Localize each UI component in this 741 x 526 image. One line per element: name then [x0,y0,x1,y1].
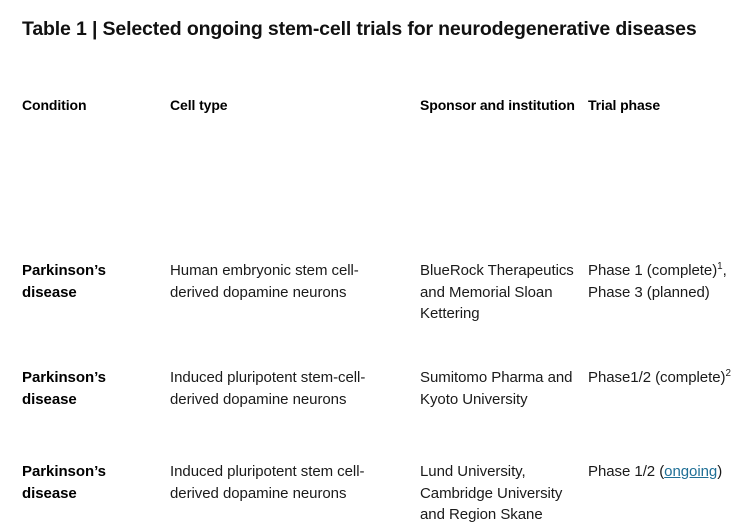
column-header-cell-type: Cell type [170,97,228,113]
cell-trial-phase: Phase 1 (complete)1, Phase 3 (planned) [588,261,727,301]
cell-trial-phase: Phase 1/2 (ongoing) [588,463,723,480]
cell-condition: Parkinson’s disease [22,369,106,408]
cell-condition: Parkinson’s disease [22,262,106,301]
cell-sponsor: Lund University, Cambridge University an… [420,463,563,523]
cell-cell-type: Human embryonic stem cell-derived dopami… [170,262,359,301]
table-container: Table 1 | Selected ongoing stem-cell tri… [22,18,734,523]
table-grid: Condition Cell type Sponsor and institut… [22,96,734,523]
table-title: Table 1 | Selected ongoing stem-cell tri… [22,18,697,40]
table-header-row: Condition Cell type Sponsor and institut… [22,96,734,176]
cell-condition: Parkinson’s disease [22,463,106,502]
cell-sponsor: Sumitomo Pharma and Kyoto University [420,369,573,408]
cell-cell-type: Induced pluripotent stem cell-derived do… [170,463,365,502]
trial-status-link[interactable]: ongoing [664,463,718,480]
column-header-sponsor-and-institution: Sponsor and institution [420,97,575,113]
cell-trial-phase: Phase1/2 (complete)2 [588,368,731,386]
column-header-trial-phase: Trial phase [588,97,661,113]
column-header-condition: Condition [22,97,87,113]
cell-sponsor: BlueRock Therapeutics and Memorial Sloan… [420,262,574,322]
cell-cell-type: Induced pluripotent stem-cell-derived do… [170,369,366,408]
reference-superscript: 1 [717,261,723,272]
reference-superscript: 2 [725,368,731,379]
